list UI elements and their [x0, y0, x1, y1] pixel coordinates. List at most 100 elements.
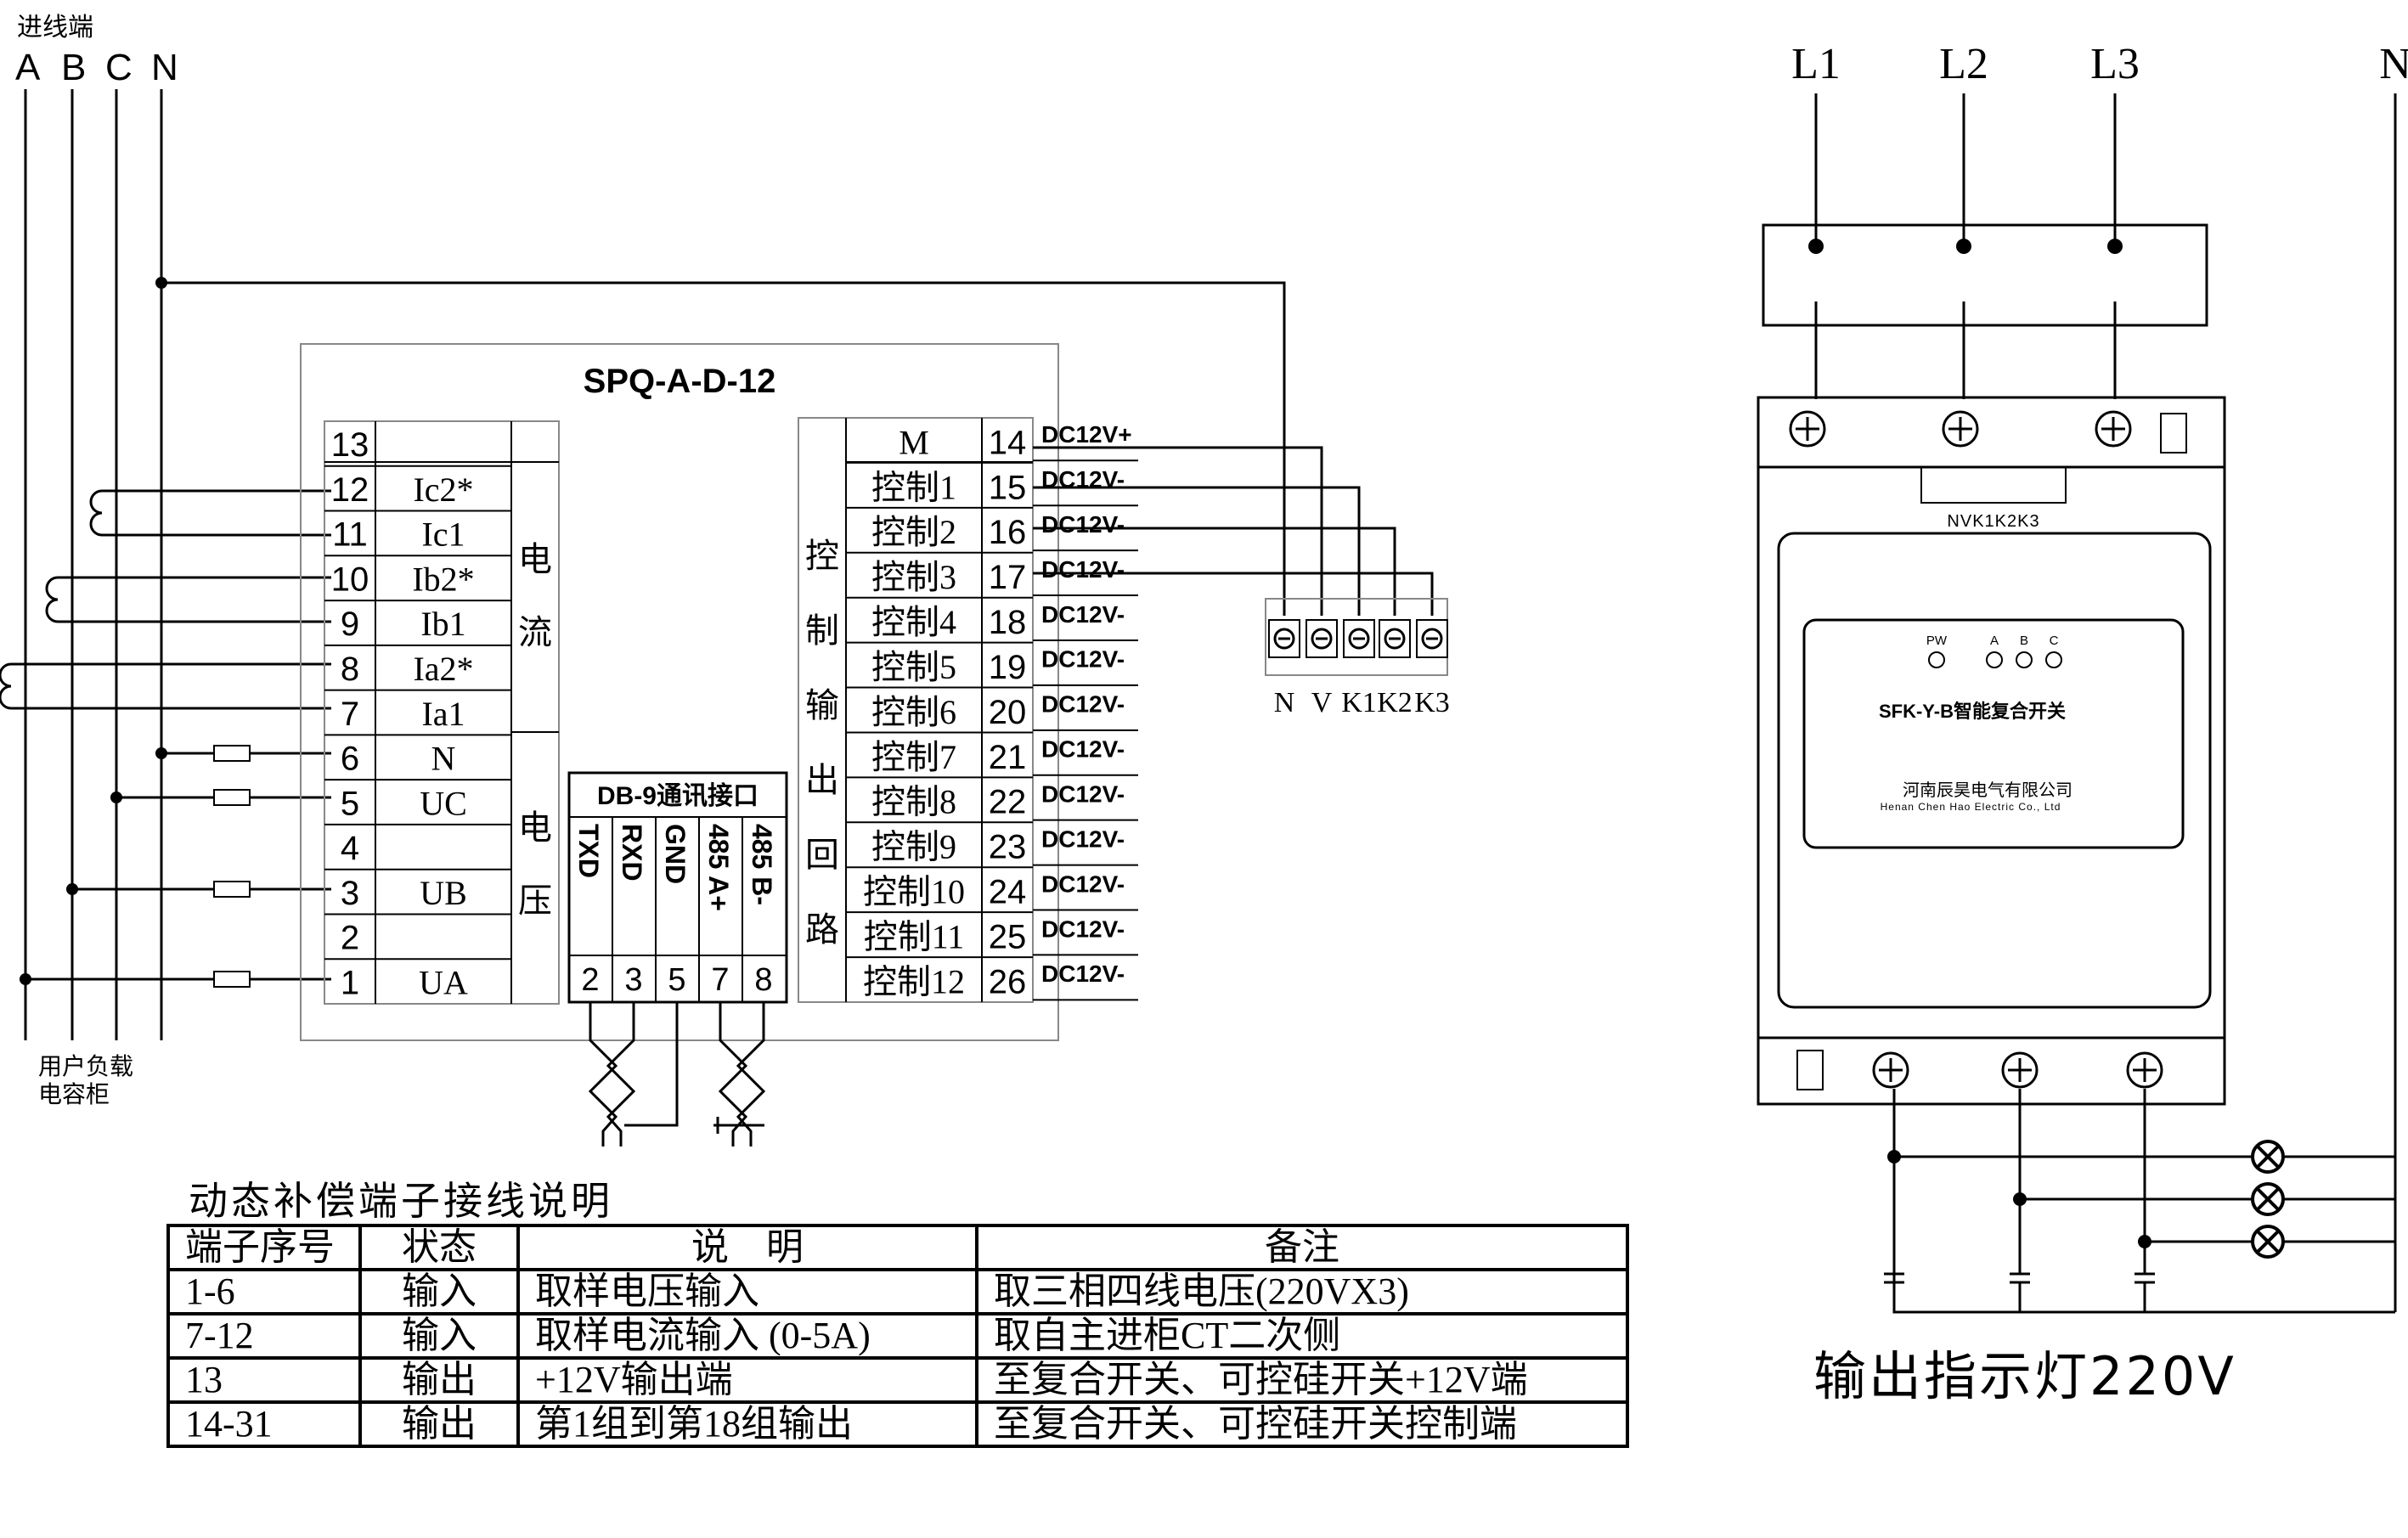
right-terminal-name: 控制9 [871, 828, 956, 866]
left-terminal-signal: UA [419, 963, 468, 1001]
table-cell: 1-6 [166, 1268, 362, 1315]
lamp-caption: 输出指示灯220V [1813, 1345, 2236, 1407]
right-terminal-number: 16 [989, 514, 1027, 551]
dc-label: DC12V- [1041, 466, 1125, 493]
comm-pins: 2 3 5 7 8 [581, 962, 772, 998]
current-group-char-1: 电 [518, 540, 552, 578]
ct-coil-a [0, 662, 25, 710]
table-cell: 13 [166, 1356, 362, 1404]
current-group-label: 电 流 [518, 540, 552, 651]
fuse-c [213, 789, 251, 806]
right-terminal-number: 19 [989, 649, 1027, 686]
fuse-n [213, 745, 251, 762]
led-label-a: A [1990, 634, 1999, 648]
comm-signal-485a: 485 A+ [703, 824, 734, 911]
left-terminal-number: 10 [331, 561, 369, 598]
switch-model: SFK-Y-B智能复合开关 [1879, 701, 2066, 722]
table-cell: 7-12 [166, 1312, 362, 1360]
left-block-frame [324, 420, 560, 1005]
led-label-pw: PW [1926, 634, 1948, 648]
right-terminal-name: 控制8 [871, 783, 956, 821]
company-en: Henan Chen Hao Electric Co., Ltd [1881, 801, 2061, 813]
dc-label: DC12V- [1041, 825, 1125, 852]
dc-label: DC12V- [1041, 780, 1125, 807]
connector-label: K1 [1341, 687, 1377, 718]
right-terminal-name: M [899, 423, 929, 461]
left-terminal-signal: Ib2* [412, 560, 474, 598]
output-group-char: 出 [805, 761, 839, 799]
right-terminal-name: 控制6 [871, 693, 956, 731]
bus-label-c: C [105, 47, 133, 88]
load-label-2: 电容柜 [38, 1081, 110, 1107]
phase-labels: L1 L2 L3 N [1791, 40, 2408, 88]
left-terminal-number: 9 [341, 606, 359, 643]
right-terminal-number: 15 [989, 469, 1027, 506]
phase-label-l3: L3 [2090, 40, 2140, 88]
notes-title: 动态补偿端子接线说明 [189, 1180, 613, 1223]
voltage-group-char-1: 电 [518, 808, 552, 847]
left-terminal-number: 3 [341, 875, 359, 912]
connector-label: N [1274, 687, 1295, 718]
left-terminal-signal: UB [420, 874, 467, 912]
bus-label-b: B [61, 47, 86, 88]
left-terminal-number: 4 [341, 830, 359, 867]
table-cell: 至复合开关、可控硅开关控制端 [975, 1400, 1629, 1448]
left-terminal-signal: Ib1 [420, 605, 465, 643]
led-b [2016, 651, 2033, 668]
left-terminal-number: 2 [341, 920, 359, 957]
table-cell: 输出 [358, 1400, 520, 1448]
table-cell: +12V输出端 [516, 1356, 978, 1404]
bus-label-a: A [15, 47, 41, 88]
n-feed-wire [161, 281, 1286, 616]
phase-lines [1814, 93, 2397, 1312]
voltage-group-label: 电 压 [518, 808, 552, 920]
left-terminal-signal: Ia1 [421, 695, 465, 733]
table-row: 13 输出 +12V输出端 至复合开关、可控硅开关+12V端 [166, 1356, 1629, 1404]
dc-label: DC12V+ [1041, 421, 1132, 448]
twisted-pair-cables [588, 1002, 766, 1146]
controller-housing [300, 343, 1059, 1041]
table-cell: 取三相四线电压(220VX3) [975, 1268, 1629, 1315]
right-terminal-name: 控制7 [871, 738, 956, 776]
left-terminal-signal: UC [420, 784, 467, 822]
table-cell: 14-31 [166, 1400, 362, 1448]
led-label-c: C [2050, 634, 2059, 648]
switch-cover [1777, 532, 2212, 1009]
table-row: 7-12 输入 取样电流输入 (0-5A) 取自主进柜CT二次侧 [166, 1312, 1629, 1360]
table-cell: 取样电压输入 [516, 1268, 978, 1315]
right-terminal-number: 14 [989, 424, 1027, 461]
company-cn: 河南辰昊电气有限公司 [1903, 780, 2072, 800]
table-cell: 输入 [358, 1268, 520, 1315]
left-terminal-number: 7 [341, 696, 359, 733]
dc-label: DC12V- [1041, 915, 1125, 942]
left-terminal-number: 8 [341, 651, 359, 688]
left-terminal-number: 6 [341, 741, 359, 778]
right-terminal-name: 控制2 [871, 513, 956, 551]
bus-label-n: N [151, 47, 178, 88]
dc-label: DC12V- [1041, 961, 1125, 987]
right-terminal-number: 22 [989, 784, 1027, 821]
switch-top-label: NVK1K2K3 [1947, 512, 2039, 531]
right-terminal-number: 20 [989, 694, 1027, 731]
left-terminal-number: 1 [341, 964, 359, 1001]
comm-pin-2: 2 [581, 962, 599, 998]
table-header-cell: 备注 [975, 1224, 1629, 1271]
left-terminal-signal: N [431, 740, 456, 778]
ct-leads [25, 489, 331, 710]
table-cell: 输入 [358, 1312, 520, 1360]
fuse-a [213, 971, 251, 988]
led-pw [1928, 651, 1945, 668]
breaker-contacts [1808, 239, 2123, 254]
comm-pin-3: 3 [624, 962, 642, 998]
comm-title: DB-9通讯接口 [597, 782, 758, 810]
right-terminal-name: 控制1 [871, 468, 956, 506]
dc-label: DC12V- [1041, 601, 1125, 628]
table-header-row: 端子序号 状态 说 明 备注 [166, 1224, 1629, 1271]
fuses [213, 745, 251, 988]
output-junctions [1887, 1150, 2151, 1248]
